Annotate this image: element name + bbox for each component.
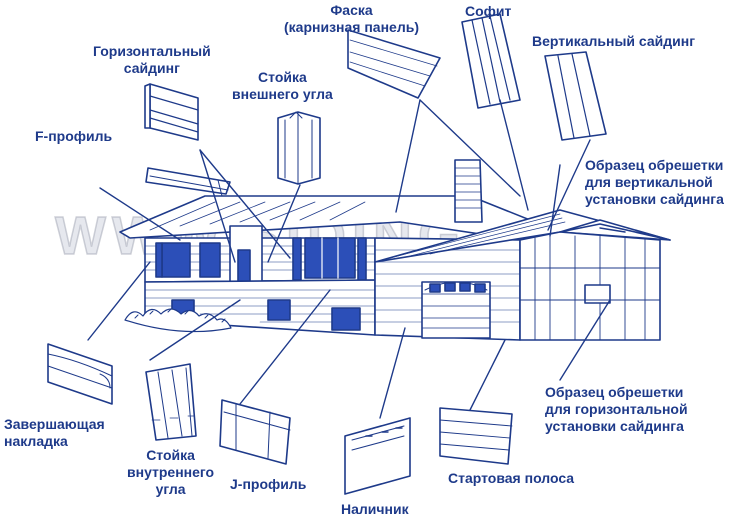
product-casing	[344, 417, 411, 495]
house	[119, 159, 671, 341]
label-lathing-horizontal: Образец обрешетки для горизонтальной уст…	[545, 384, 688, 434]
label-chamfer: Фаска (карнизная панель)	[284, 2, 419, 35]
leader-lines	[87, 99, 626, 419]
label-finishing-trim: Завершающая накладка	[4, 416, 105, 449]
label-lathing-vertical: Образец обрешетки для вертикальной устан…	[585, 157, 724, 207]
house-window	[304, 237, 356, 279]
house-shrubs	[124, 308, 232, 333]
house-basement-window	[267, 299, 291, 321]
house-window	[199, 242, 221, 278]
label-f-profile: F-профиль	[35, 128, 113, 144]
label-vertical-siding: Вертикальный сайдинг	[532, 33, 696, 49]
label-outside-corner: Стойка внешнего угла	[232, 69, 333, 102]
product-inside-corner	[145, 363, 197, 441]
product-f-profile	[145, 167, 231, 197]
house-basement-window	[331, 307, 361, 331]
product-soffit	[461, 13, 521, 109]
label-j-profile: J-профиль	[230, 476, 307, 492]
product-starter-strip	[439, 407, 513, 465]
product-horizontal-siding	[144, 83, 199, 141]
product-vertical-siding	[544, 51, 607, 141]
label-horizontal-siding: Горизонтальный сайдинг	[93, 43, 211, 76]
label-casing: Наличник	[341, 501, 409, 517]
house-main-roof-shading	[149, 201, 366, 231]
label-starter-strip: Стартовая полоса	[448, 470, 575, 486]
house-chimney	[454, 159, 483, 223]
label-soffit: Софит	[465, 3, 512, 19]
product-outside-corner	[277, 111, 321, 185]
house-window	[161, 242, 191, 278]
product-finishing-trim	[47, 343, 113, 405]
label-inside-corner: Стойка внутреннего угла	[127, 447, 215, 497]
house-right-gable	[559, 219, 671, 241]
product-chamfer	[347, 29, 441, 99]
product-j-profile	[219, 399, 291, 465]
